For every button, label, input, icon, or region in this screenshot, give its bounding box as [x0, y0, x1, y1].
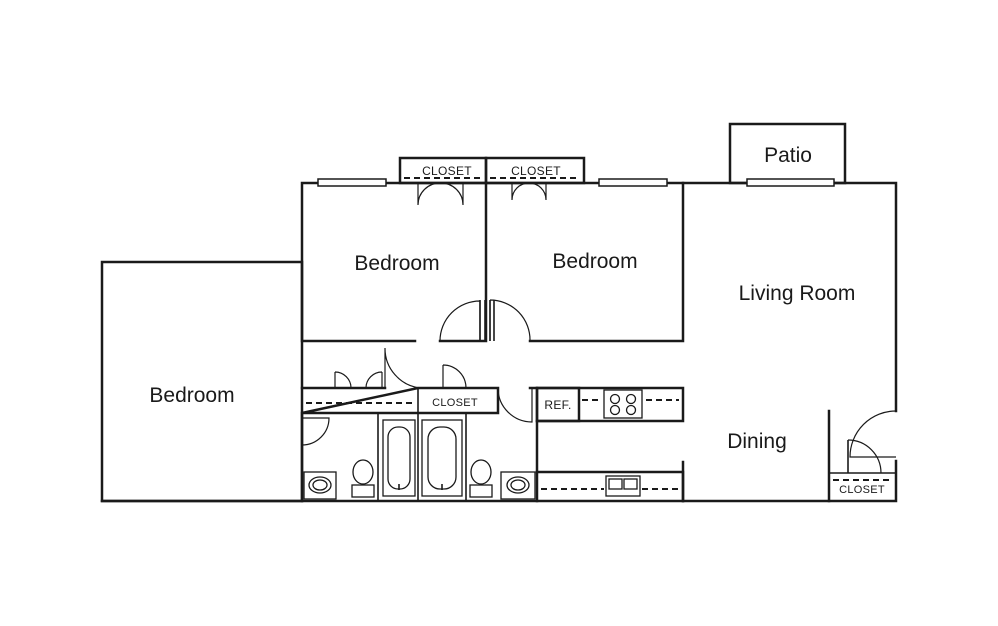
sink-right-inner [510, 479, 526, 491]
refrigerator-box [535, 386, 581, 423]
hall-closet-door [334, 371, 383, 389]
labels: Bedroom Bedroom Bedroom Living Room Dini… [149, 144, 885, 496]
room-label-bedroom-left: Bedroom [149, 384, 234, 407]
fixtures [303, 389, 643, 500]
closet-top-left-label-bg [418, 163, 476, 177]
stove [603, 389, 643, 419]
entry-closet-door [847, 439, 882, 474]
sink-left-inner [312, 479, 328, 491]
toilet-left-bowl [352, 459, 374, 485]
left-bedroom-door [384, 347, 421, 389]
kitchen-sink-bowl-2 [623, 478, 638, 490]
room-label-patio: Patio [764, 144, 812, 167]
middle-bedroom-door [439, 300, 481, 342]
bottom-wall [100, 459, 898, 503]
burner-2 [625, 393, 637, 405]
door-jamb-2 [489, 300, 495, 341]
label-closet-top-right: CLOSET [511, 164, 561, 178]
toilet-right-bowl [470, 459, 492, 485]
label-closet-hall: CLOSET [432, 397, 478, 409]
door-jamb-1 [479, 300, 486, 341]
bath-door-left [301, 417, 330, 446]
closet-door-top-right [511, 182, 547, 201]
kitchen-door [497, 387, 533, 423]
kitchen-counter-top [528, 386, 685, 423]
label-closet-entry: CLOSET [839, 484, 885, 496]
room-label-living-room: Living Room [739, 282, 856, 305]
toilet-right-tank [469, 484, 493, 498]
burner-3 [609, 404, 621, 416]
tub-left-inner [387, 426, 411, 490]
tub-right-inner [427, 426, 457, 490]
kitchen-sink-bowl-1 [608, 478, 623, 490]
burner-4 [625, 404, 637, 416]
closet-top-right-walls [484, 156, 586, 185]
closet-door-top-left [417, 182, 464, 206]
room-label-bedroom-right: Bedroom [552, 250, 637, 273]
doors [301, 182, 897, 474]
closet-top-right-label-bg [507, 163, 565, 177]
bath-door-right [442, 364, 467, 389]
window-living-room [746, 178, 835, 187]
left-bedroom-walls [100, 260, 304, 503]
label-closet-top-left: CLOSET [422, 164, 472, 178]
hall-closet-walls [300, 386, 500, 415]
right-bedroom-door [489, 299, 531, 342]
burner-1 [609, 393, 621, 405]
toilet-left-tank [351, 484, 375, 498]
label-refrigerator: REF. [544, 398, 571, 412]
window-middle-bedroom [317, 178, 387, 187]
room-label-bedroom-middle: Bedroom [354, 252, 439, 275]
window-right-bedroom [598, 178, 668, 187]
windows [317, 178, 835, 187]
entry-door [849, 410, 897, 458]
shelves [306, 177, 892, 490]
room-label-dining: Dining [727, 430, 787, 453]
